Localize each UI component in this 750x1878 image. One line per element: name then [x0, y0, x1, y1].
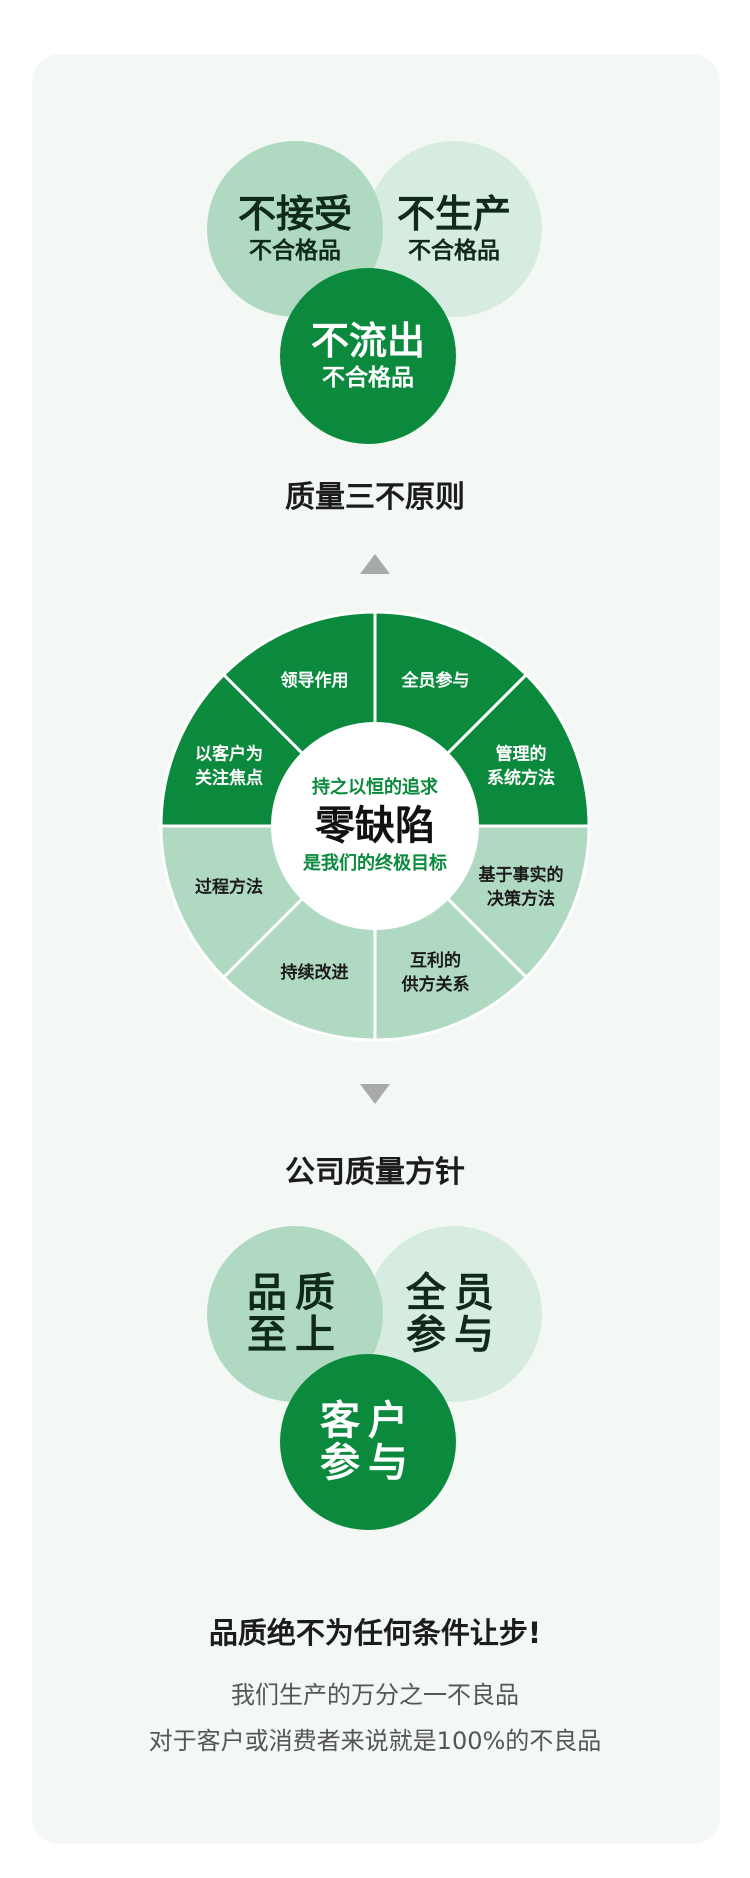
- wheel-label-s6: 过程方法: [195, 876, 263, 897]
- wheel-center: 持之以恒的追求 零缺陷 是我们的终极目标: [271, 722, 479, 930]
- principles-title: 质量三不原则: [285, 480, 465, 515]
- policy-all-staff-line2: 参与: [406, 1312, 502, 1358]
- wheel-label-s7: 以客户为关注焦点: [195, 744, 263, 789]
- policy-circle-customer: 客户 参与: [280, 1354, 456, 1530]
- wheel-center-main: 零缺陷: [315, 803, 435, 849]
- slogan-text: 品质绝不为任何条件让步!: [208, 1616, 542, 1650]
- wheel-label-s3: 基于事实的决策方法: [477, 864, 563, 909]
- footer-line-2: 对于客户或消费者来说就是100%的不良品: [148, 1727, 602, 1755]
- principle-accept-sub: 不合格品: [249, 238, 341, 264]
- principle-produce-title: 不生产: [396, 192, 511, 236]
- policy-quality-line1: 品质: [247, 1270, 343, 1316]
- principle-outflow-title: 不流出: [310, 319, 425, 363]
- wheel-label-s2: 管理的系统方法: [487, 744, 555, 789]
- wheel-label-s8: 领导作用: [281, 670, 349, 691]
- policy-title: 公司质量方针: [285, 1155, 465, 1190]
- policy-quality-line2: 至上: [247, 1312, 343, 1358]
- wheel-label-s4: 互利的供方关系: [400, 950, 469, 995]
- wheel-center-top: 持之以恒的追求: [312, 777, 438, 798]
- principle-circle-outflow: 不流出 不合格品: [280, 268, 456, 444]
- principle-accept-title: 不接受: [237, 192, 352, 236]
- principle-outflow-sub: 不合格品: [322, 365, 414, 391]
- policy-all-staff-line1: 全员: [406, 1270, 502, 1316]
- wheel-label-s5: 持续改进: [281, 962, 349, 983]
- slogan-wrap: 品质绝不为任何条件让步!: [0, 1610, 750, 1652]
- wheel-center-bottom: 是我们的终极目标: [303, 853, 447, 874]
- slogan: 品质绝不为任何条件让步!: [204, 1610, 546, 1652]
- arrow-down-icon: [0, 1084, 750, 1104]
- footer-line-1: 我们生产的万分之一不良品: [231, 1681, 519, 1709]
- principle-produce-sub: 不合格品: [408, 238, 500, 264]
- policy-customer-line2: 参与: [320, 1440, 416, 1486]
- policy-customer-line1: 客户: [320, 1398, 416, 1444]
- arrow-up-icon: [0, 554, 750, 574]
- wheel-label-s1: 全员参与: [400, 670, 469, 691]
